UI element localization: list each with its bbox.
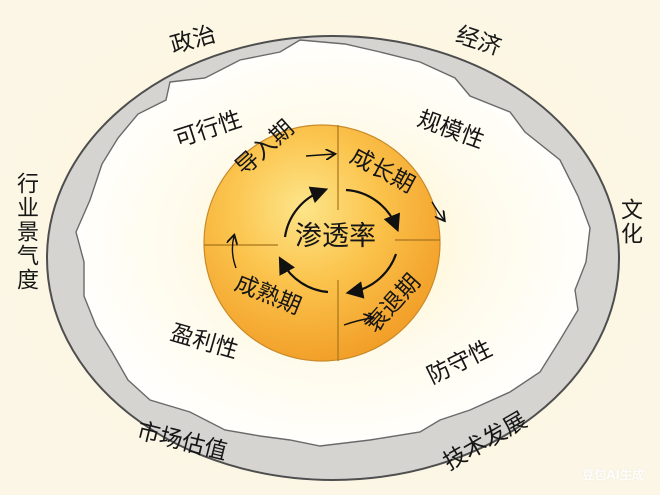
arrow-intro [305, 154, 334, 156]
cycle-arrow-4 [278, 256, 329, 294]
outer-culture: 文化 [617, 198, 642, 246]
cycle-arrow-2 [345, 188, 400, 233]
arrow-growth [431, 201, 444, 220]
cycle-arrow-3 [345, 253, 398, 299]
arrow-mature [232, 236, 236, 269]
crack-highlight [171, 42, 587, 230]
arrow-decline [343, 318, 372, 326]
outer-industry-prosperity: 行业景气度 [13, 172, 38, 292]
watermark: 豆包AI生成 [582, 468, 644, 482]
cycle-arrow-1 [283, 186, 329, 238]
yolk [203, 124, 441, 362]
center-label: 渗透率 [295, 221, 376, 252]
